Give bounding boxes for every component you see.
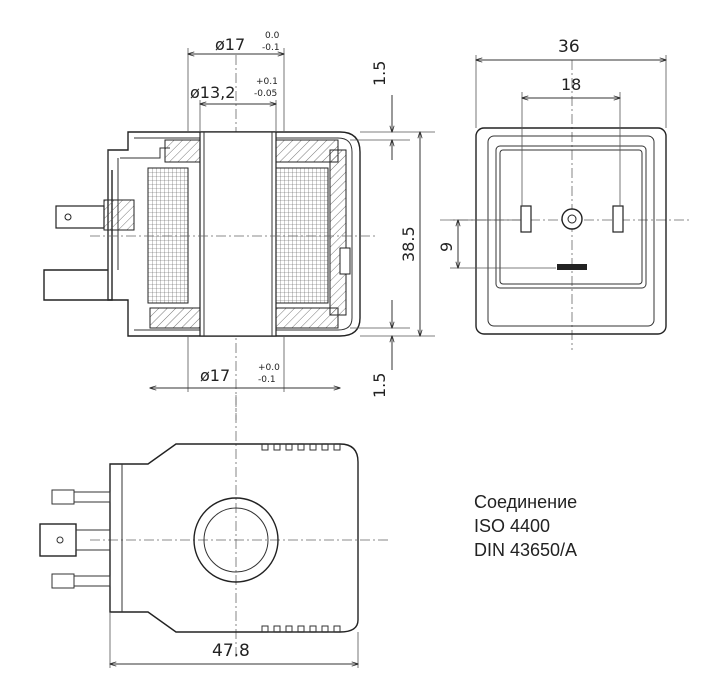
top-outer-tol-lower: -0.1 (262, 43, 280, 53)
top-outer-tol-upper: 0.0 (265, 31, 280, 41)
top-outer-dia-label: ø17 (215, 35, 245, 54)
section-dimensions: ø17 0.0 -0.1 ø13,2 +0.1 -0.05 ø17 +0.0 -… (150, 31, 435, 398)
height-label: 38.5 (399, 226, 418, 262)
inner-dia-label: ø13,2 (190, 83, 235, 102)
bottom-offset-label: 1.5 (370, 373, 389, 398)
caption-line-3: DIN 43650/A (474, 540, 578, 560)
connection-caption: Соединение ISO 4400 DIN 43650/A (474, 490, 577, 562)
plan-view (39, 395, 390, 660)
bottom-outer-tol-lower: -0.1 (258, 375, 276, 385)
inner-tol-upper: +0.1 (256, 77, 278, 87)
inner-tol-lower: -0.05 (254, 89, 277, 99)
section-view (43, 55, 375, 420)
bottom-outer-dia-label: ø17 (200, 366, 230, 385)
caption-line-1: Соединение (474, 492, 578, 512)
front-pin-spacing-label: 18 (561, 75, 581, 94)
front-width-label: 36 (558, 37, 580, 57)
plan-length-label: 47.8 (212, 641, 250, 661)
pin-offset-label: 9 (437, 242, 456, 252)
plan-dimensions: 47.8 (110, 612, 358, 668)
top-offset-label: 1.5 (370, 61, 389, 86)
front-dimensions: 36 18 9 (437, 37, 666, 268)
bottom-outer-tol-upper: +0.0 (258, 363, 280, 373)
front-view (440, 60, 690, 350)
caption-line-2: ISO 4400 (474, 516, 551, 536)
